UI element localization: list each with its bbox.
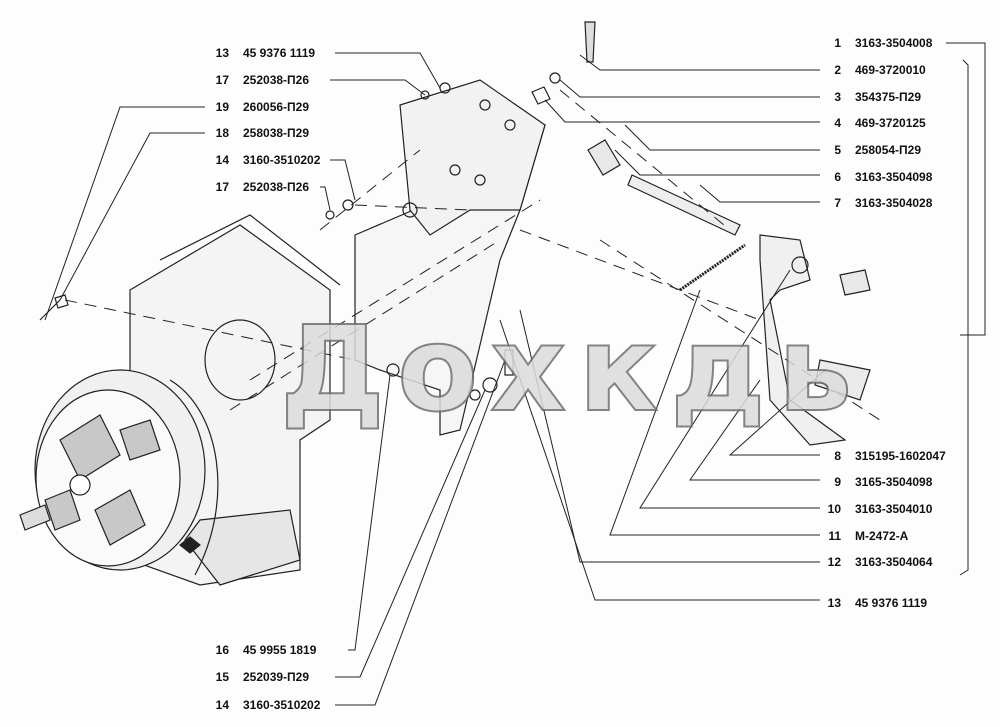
part-code: 45 9376 1119 — [855, 596, 928, 610]
part-code: 252039-П29 — [243, 670, 310, 684]
leader-lines — [44, 42, 986, 706]
part-code: 3163-3504064 — [855, 555, 933, 569]
callout-number: 15 — [215, 670, 229, 684]
callout-number: 5 — [834, 143, 841, 157]
part-code: 252038-П26 — [243, 180, 310, 194]
callout-number: 3 — [834, 90, 841, 104]
callout-number: 17 — [215, 180, 229, 194]
clutch-pedal — [531, 21, 871, 446]
assembly-lines — [64, 89, 881, 421]
callout-number: 12 — [827, 555, 841, 569]
watermark: Дохкдь — [279, 299, 865, 439]
callout-number: 10 — [827, 502, 841, 516]
callout-number: 6 — [834, 170, 841, 184]
part-code: 45 9376 1119 — [243, 46, 316, 60]
pedal-bracket — [354, 79, 546, 436]
callout-number: 1 — [834, 36, 841, 50]
part-code: 469-3720010 — [855, 63, 926, 77]
part-code: 354375-П29 — [855, 90, 922, 104]
callout-number: 4 — [834, 116, 841, 130]
callout-number: 14 — [215, 698, 229, 712]
part-code: 3160-3510202 — [243, 698, 321, 712]
part-code: М-2472-А — [855, 529, 909, 543]
callout-number: 13 — [215, 46, 229, 60]
part-code: 45 9955 1819 — [243, 643, 317, 657]
part-code: 3163-3504028 — [855, 196, 933, 210]
part-code: 315195-1602047 — [855, 449, 946, 463]
part-code: 469-3720125 — [855, 116, 926, 130]
part-code: 260056-П29 — [243, 100, 310, 114]
part-code: 3163-3504098 — [855, 170, 933, 184]
callout-number: 7 — [834, 196, 841, 210]
callout-number: 16 — [215, 643, 229, 657]
part-code: 3165-3504098 — [855, 475, 933, 489]
callout-number: 8 — [834, 449, 841, 463]
part-code: 252038-П26 — [243, 73, 310, 87]
callout-number: 13 — [827, 596, 841, 610]
part-code: 3160-3510202 — [243, 153, 321, 167]
part-code: 3163-3504008 — [855, 36, 933, 50]
callout-number: 17 — [215, 73, 229, 87]
callout-number: 9 — [834, 475, 841, 489]
part-code: 258054-П29 — [855, 143, 922, 157]
callout-number: 14 — [215, 153, 229, 167]
callout-number: 2 — [834, 63, 841, 77]
callout-number: 11 — [828, 529, 841, 543]
brake-booster — [19, 369, 219, 576]
callout-number: 19 — [215, 100, 229, 114]
callout-number: 18 — [215, 126, 229, 140]
part-code: 3163-3504010 — [855, 502, 933, 516]
part-code: 258038-П29 — [243, 126, 310, 140]
